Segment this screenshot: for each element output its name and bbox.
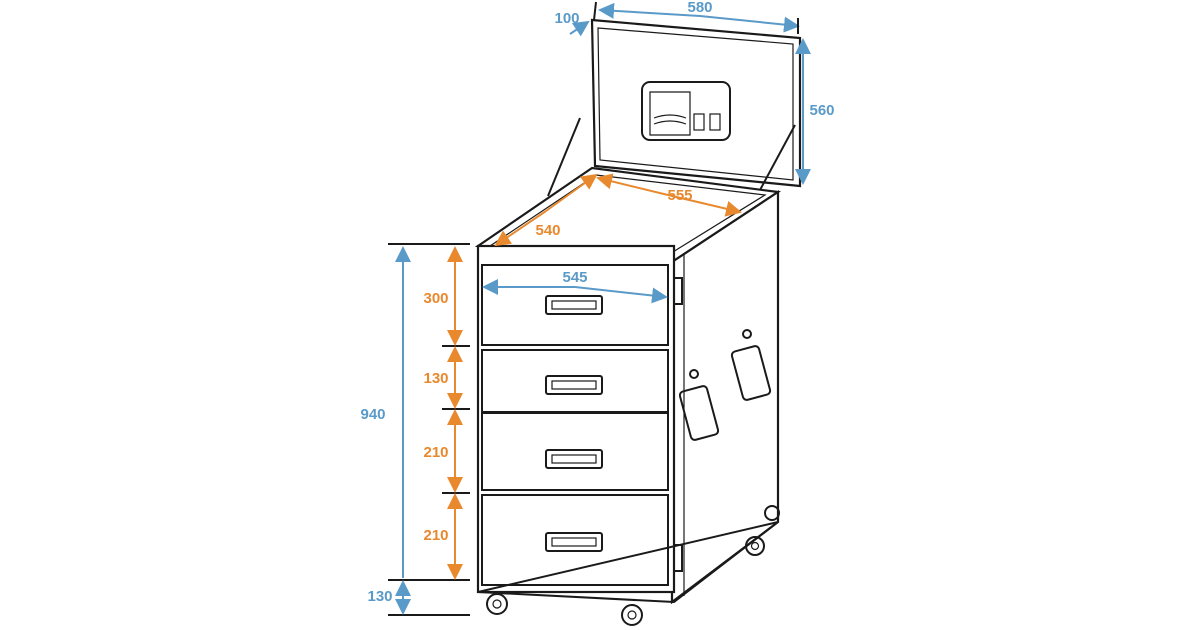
interior-dimensions: 300 130 210 210 555 540 — [423, 173, 742, 580]
dim-front-width: 545 — [562, 269, 587, 286]
dim-lid-height: 560 — [809, 102, 834, 119]
dim-lid-depth: 100 — [554, 10, 579, 27]
dim-caster-height: 130 — [367, 588, 392, 605]
dim-drawer-1: 300 — [423, 290, 448, 307]
dim-drawer-3: 210 — [423, 444, 448, 461]
casters — [486, 505, 780, 626]
dim-interior-width: 555 — [667, 187, 692, 204]
overall-dimensions: 940 130 545 580 100 560 — [360, 0, 835, 616]
drawer-handles — [545, 295, 603, 552]
dim-body-height: 940 — [360, 406, 385, 423]
lid — [547, 18, 802, 197]
dim-drawer-2: 130 — [423, 370, 448, 387]
dim-lid-width: 580 — [687, 0, 712, 16]
dim-drawer-4: 210 — [423, 527, 448, 544]
lid-pocket — [641, 81, 731, 141]
dim-interior-depth: 540 — [535, 222, 560, 239]
case-front — [476, 244, 779, 604]
